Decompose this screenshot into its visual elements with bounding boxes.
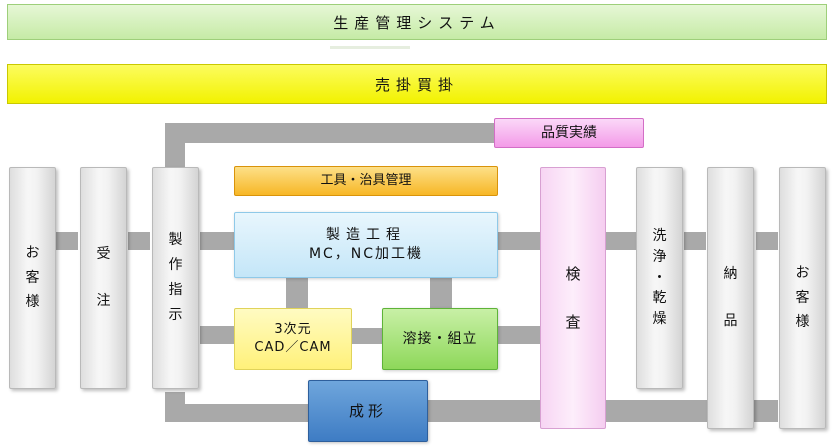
customer-right-char-3: 様 xyxy=(795,314,810,331)
instruction-char-2: 作 xyxy=(168,257,183,274)
tool-jig-management-box: 工具・治具管理 xyxy=(234,166,498,196)
manufacturing-process-box: 製造工程 MC，NC加工機 xyxy=(234,212,498,278)
forming-label: 成形 xyxy=(348,401,387,420)
connector-delivery-customer xyxy=(756,232,778,250)
top-loop-drop-connector xyxy=(165,123,185,168)
customer-right-column: お 客 様 xyxy=(779,167,826,429)
washdry-char-4: 乾 xyxy=(652,290,667,307)
washdry-char-2: 浄 xyxy=(652,248,667,265)
connector-manufacturing-welding xyxy=(430,278,452,308)
production-instruction-column: 製 作 指 示 xyxy=(152,167,199,389)
connector-instruction-cadcam xyxy=(200,326,236,344)
order-column: 受 注 xyxy=(80,167,127,389)
connector-customer-order xyxy=(56,232,78,250)
connector-order-instruction xyxy=(128,232,150,250)
wash-dry-column: 洗 浄 ・ 乾 燥 xyxy=(636,167,683,389)
instruction-char-1: 製 xyxy=(168,232,183,249)
cad-cam-title: 3次元 xyxy=(274,322,312,338)
connector-welding-inspection xyxy=(498,326,540,344)
customer-right-char-2: 客 xyxy=(795,289,810,306)
forming-box: 成形 xyxy=(308,380,428,442)
production-system-label: 生産管理システム xyxy=(333,13,501,32)
inspection-column: 検 査 xyxy=(540,167,606,429)
connector-forming-inspection xyxy=(428,400,540,422)
cad-cam-box: 3次元 CAD／CAM xyxy=(234,308,352,370)
customer-left-column: お 客 様 xyxy=(9,167,56,389)
delivery-char-2: 品 xyxy=(723,313,738,329)
inspection-char-2: 査 xyxy=(565,313,581,331)
manufacturing-machines: MC，NC加工機 xyxy=(308,246,424,262)
quality-record-label: 品質実績 xyxy=(541,124,597,141)
instruction-char-4: 示 xyxy=(168,306,183,323)
connector-instruction-forming xyxy=(165,404,310,422)
delivery-char-1: 納 xyxy=(723,266,738,283)
production-system-banner: 生産管理システム xyxy=(7,4,827,40)
manufacturing-title: 製造工程 xyxy=(326,227,406,244)
instruction-char-3: 指 xyxy=(168,282,183,298)
banner-divider xyxy=(330,46,410,49)
welding-assembly-box: 溶接・組立 xyxy=(382,308,498,370)
connector-manufacturing-inspection xyxy=(498,232,540,250)
connector-manufacturing-cadcam xyxy=(286,278,308,308)
sales-purchase-banner: 売掛買掛 xyxy=(7,64,827,104)
customer-right-char-1: お xyxy=(795,264,810,281)
sales-purchase-label: 売掛買掛 xyxy=(374,75,459,94)
connector-inspection-washdry xyxy=(606,232,636,250)
connector-cadcam-welding xyxy=(352,328,382,344)
washdry-char-1: 洗 xyxy=(652,227,667,244)
customer-left-char-3: 様 xyxy=(25,294,40,311)
washdry-char-3: ・ xyxy=(652,269,667,286)
order-char-2: 注 xyxy=(96,293,111,309)
cad-cam-subtitle: CAD／CAM xyxy=(254,340,332,355)
connector-washdry-delivery xyxy=(684,232,706,250)
tool-jig-label: 工具・治具管理 xyxy=(320,173,412,189)
top-loop-connector xyxy=(165,123,500,143)
connector-instruction-manufacturing xyxy=(200,232,236,250)
customer-left-char-2: 客 xyxy=(25,269,40,286)
order-char-1: 受 xyxy=(96,246,111,263)
welding-assembly-label: 溶接・組立 xyxy=(402,330,478,347)
customer-left-char-1: お xyxy=(25,244,40,261)
inspection-char-1: 検 xyxy=(565,264,581,283)
quality-record-box: 品質実績 xyxy=(494,118,644,148)
washdry-char-5: 燥 xyxy=(652,311,667,328)
delivery-column: 納 品 xyxy=(707,167,754,429)
